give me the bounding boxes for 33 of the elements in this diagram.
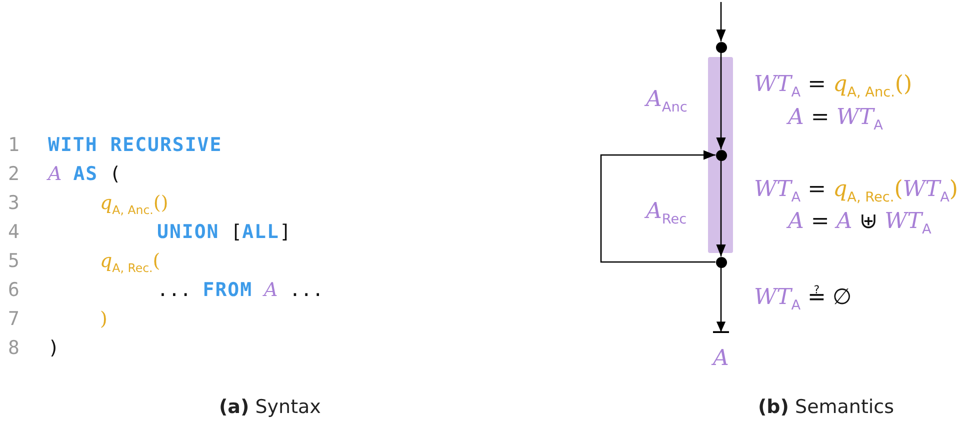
caption: (a) Syntax <box>219 396 321 418</box>
line-number: 7 <box>8 307 20 331</box>
line-number: 1 <box>8 133 20 157</box>
arrow <box>716 160 726 256</box>
line-number: 3 <box>8 191 20 215</box>
result-label: A <box>713 333 729 371</box>
caption: (b) Semantics <box>758 396 894 418</box>
formula: A = WT$_{A}$ <box>788 104 883 136</box>
line-number: 2 <box>8 162 20 186</box>
code-line: q$_{A, Rec.}$( <box>100 249 160 277</box>
arrow <box>716 2 726 42</box>
line-number: 8 <box>8 336 20 360</box>
code-line: ) <box>100 307 108 331</box>
band-label: A$_{Anc}$ <box>646 86 688 118</box>
junction-dot <box>716 42 726 52</box>
line-number: 6 <box>8 278 20 302</box>
arrow <box>712 268 730 333</box>
line-number: 5 <box>8 249 20 273</box>
formula: A = A ⊎ WT$_{A}$ <box>788 208 932 240</box>
band-label: A$_{Rec}$ <box>646 198 687 230</box>
code-line: ... FROM A ... <box>157 278 324 302</box>
arrow <box>600 150 716 263</box>
code-line: q$_{A, Anc.}$() <box>100 191 168 219</box>
formula: WT$_{A}$ = q$_{A, Rec.}$(WT$_{A}$) <box>754 176 958 208</box>
code-line: A AS ( <box>48 162 121 186</box>
formula: WT$_{A}$ = q$_{A, Anc.}$() <box>754 71 912 102</box>
line-number: 4 <box>8 220 20 244</box>
code-line: WITH RECURSIVE <box>48 133 222 157</box>
junction-dot <box>716 256 726 268</box>
formula: WT$_{A}$ ≟ ∅ <box>754 284 852 316</box>
code-line: UNION [ALL] <box>157 220 291 244</box>
code-line: ) <box>48 336 60 360</box>
arrow <box>716 52 726 150</box>
